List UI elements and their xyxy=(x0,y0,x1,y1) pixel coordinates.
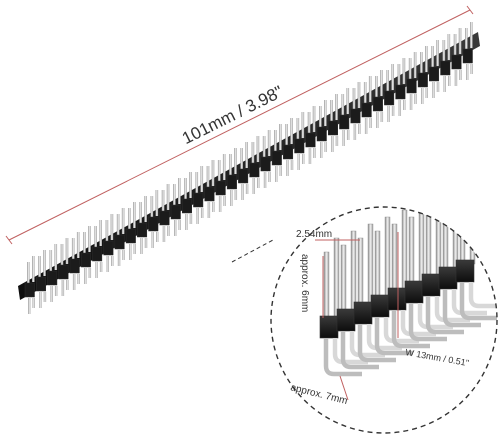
header-pin-pair xyxy=(92,220,103,278)
zoomed-pins xyxy=(319,207,497,377)
header-pin-pair xyxy=(451,28,462,86)
header-pin-pair xyxy=(372,70,384,128)
header-pin-pair xyxy=(417,46,428,104)
header-pin-pair xyxy=(148,190,159,248)
height-label: approx. 6mm xyxy=(299,254,310,312)
pin-header-strip xyxy=(18,22,480,314)
header-pin-pair xyxy=(137,196,148,254)
header-pin-pair xyxy=(103,214,114,272)
header-pin-pair xyxy=(114,208,125,266)
header-pin-pair xyxy=(294,112,305,170)
zoomed-pin-pair xyxy=(353,223,402,363)
header-pin-pair xyxy=(350,82,361,140)
header-pin-pair xyxy=(406,52,417,110)
header-pin-pair xyxy=(24,256,35,314)
header-pin-pair xyxy=(384,64,395,122)
header-pin-pair xyxy=(181,172,193,230)
header-pin-pair xyxy=(159,184,170,242)
pitch-label: 2.54mm xyxy=(296,229,332,240)
header-pin-pair xyxy=(226,148,238,206)
header-pin-pair xyxy=(47,244,58,302)
header-pin-pair xyxy=(69,232,80,290)
header-pin-pair xyxy=(339,88,350,146)
header-pin-pair xyxy=(215,154,226,212)
header-pin-pair xyxy=(305,106,316,164)
header-pin-pair xyxy=(283,118,294,176)
header-pin-pair xyxy=(35,250,47,308)
header-pin-pair xyxy=(429,40,440,98)
header-pin-pair xyxy=(193,166,204,224)
header-pin-pair xyxy=(462,22,473,80)
header-pin-pair xyxy=(271,124,282,182)
header-pin-pair xyxy=(170,178,181,236)
header-pin-pair xyxy=(249,136,260,194)
header-pin-pair xyxy=(260,130,271,188)
header-pin-pair xyxy=(80,226,92,284)
header-pin-pair xyxy=(395,58,406,116)
header-pin-pair xyxy=(58,238,69,296)
zoom-leader-line xyxy=(231,239,274,263)
header-pin-pair xyxy=(238,142,249,200)
header-pin-pair xyxy=(361,76,372,134)
header-pin-pair xyxy=(204,160,215,218)
header-pin-pair xyxy=(327,94,339,152)
zoomed-pin-pair xyxy=(438,207,487,328)
header-pin-pair xyxy=(316,100,327,158)
zoom-detail: 2.54mm approx. 6mm W 13mm / 0.51" approx… xyxy=(270,206,498,434)
zoom-circle-border xyxy=(270,206,498,434)
header-pin-pair xyxy=(125,202,136,260)
header-pin-pair xyxy=(440,34,451,92)
